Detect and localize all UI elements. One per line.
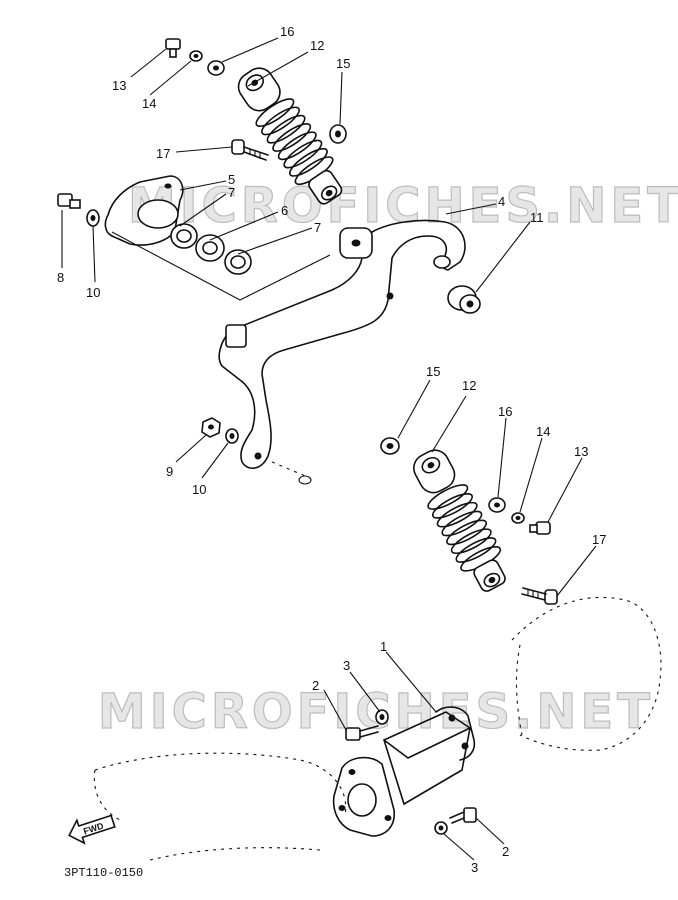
washer-10-upper [86,209,100,227]
bolt-17-upper [231,139,269,161]
leader-lines [61,37,597,861]
bearing-7-right [224,249,252,275]
callout-12-lower: 12 [462,378,476,393]
callout-16-lower: 16 [498,404,512,419]
callout-8: 8 [57,270,64,285]
watermark-top: MICROFICHES.NET [128,178,678,234]
cover-plate-5 [104,175,184,246]
axle-end [298,475,312,485]
bolt-2-upper [345,725,379,741]
callout-11: 11 [530,210,544,225]
forward-arrow-icon: FWD [68,814,116,845]
axle-hint [271,461,311,479]
callout-15-lower: 15 [426,364,440,379]
callout-15-upper: 15 [336,56,350,71]
bolt-13-upper [165,38,181,58]
callout-4: 4 [498,194,505,209]
rear-arm-4 [218,219,466,469]
washer-16-lower [488,497,506,513]
callout-6: 6 [281,203,288,218]
callout-2-lower: 2 [502,844,509,859]
washer-16-upper [207,60,225,76]
bolt-8 [57,193,81,209]
bolt-13-lower [529,521,551,535]
callout-17-lower: 17 [592,532,606,547]
callout-10-lower: 10 [192,482,206,497]
collar-11 [447,285,481,314]
callout-7-lower: 7 [314,220,321,235]
collar-15-upper [329,124,347,144]
rear-shock-absorber-lower [413,449,506,592]
bolt-17-lower [521,587,558,605]
callout-13-upper: 13 [112,78,126,93]
bearing-6 [195,234,225,262]
callout-labels: 13 14 16 12 15 17 5 7 6 7 8 10 4 11 9 10… [57,24,606,875]
callout-3-lower: 3 [471,860,478,875]
washer-3-upper [375,709,389,725]
callout-1: 1 [380,639,387,654]
washer-14-upper [189,50,203,62]
callout-9: 9 [166,464,173,479]
washer-10-lower [225,428,239,444]
callout-17-upper: 17 [156,146,170,161]
bearing-7-left [170,223,198,249]
callout-5: 5 [228,172,235,187]
callout-10-upper: 10 [86,285,100,300]
assembly-line-plate [111,231,331,301]
callout-3-upper: 3 [343,658,350,673]
washer-14-lower [511,512,525,524]
nut-9 [201,417,221,438]
washer-3-lower [434,821,448,835]
callout-7-upper: 7 [228,185,235,200]
bolt-2-lower [449,807,477,824]
diagram-reference-code: 3PT110-0150 [64,866,143,880]
callout-13-lower: 13 [574,444,588,459]
callout-14-lower: 14 [536,424,550,439]
callout-2-upper: 2 [312,678,319,693]
engine-bracket-1 [332,706,476,837]
collar-15-lower [380,437,400,455]
callout-14-upper: 14 [142,96,156,111]
callout-16-upper: 16 [280,24,294,39]
watermark-bottom: MICROFICHES.NET [98,684,654,740]
callout-12-upper: 12 [310,38,324,53]
engine-case-outline [93,596,662,861]
